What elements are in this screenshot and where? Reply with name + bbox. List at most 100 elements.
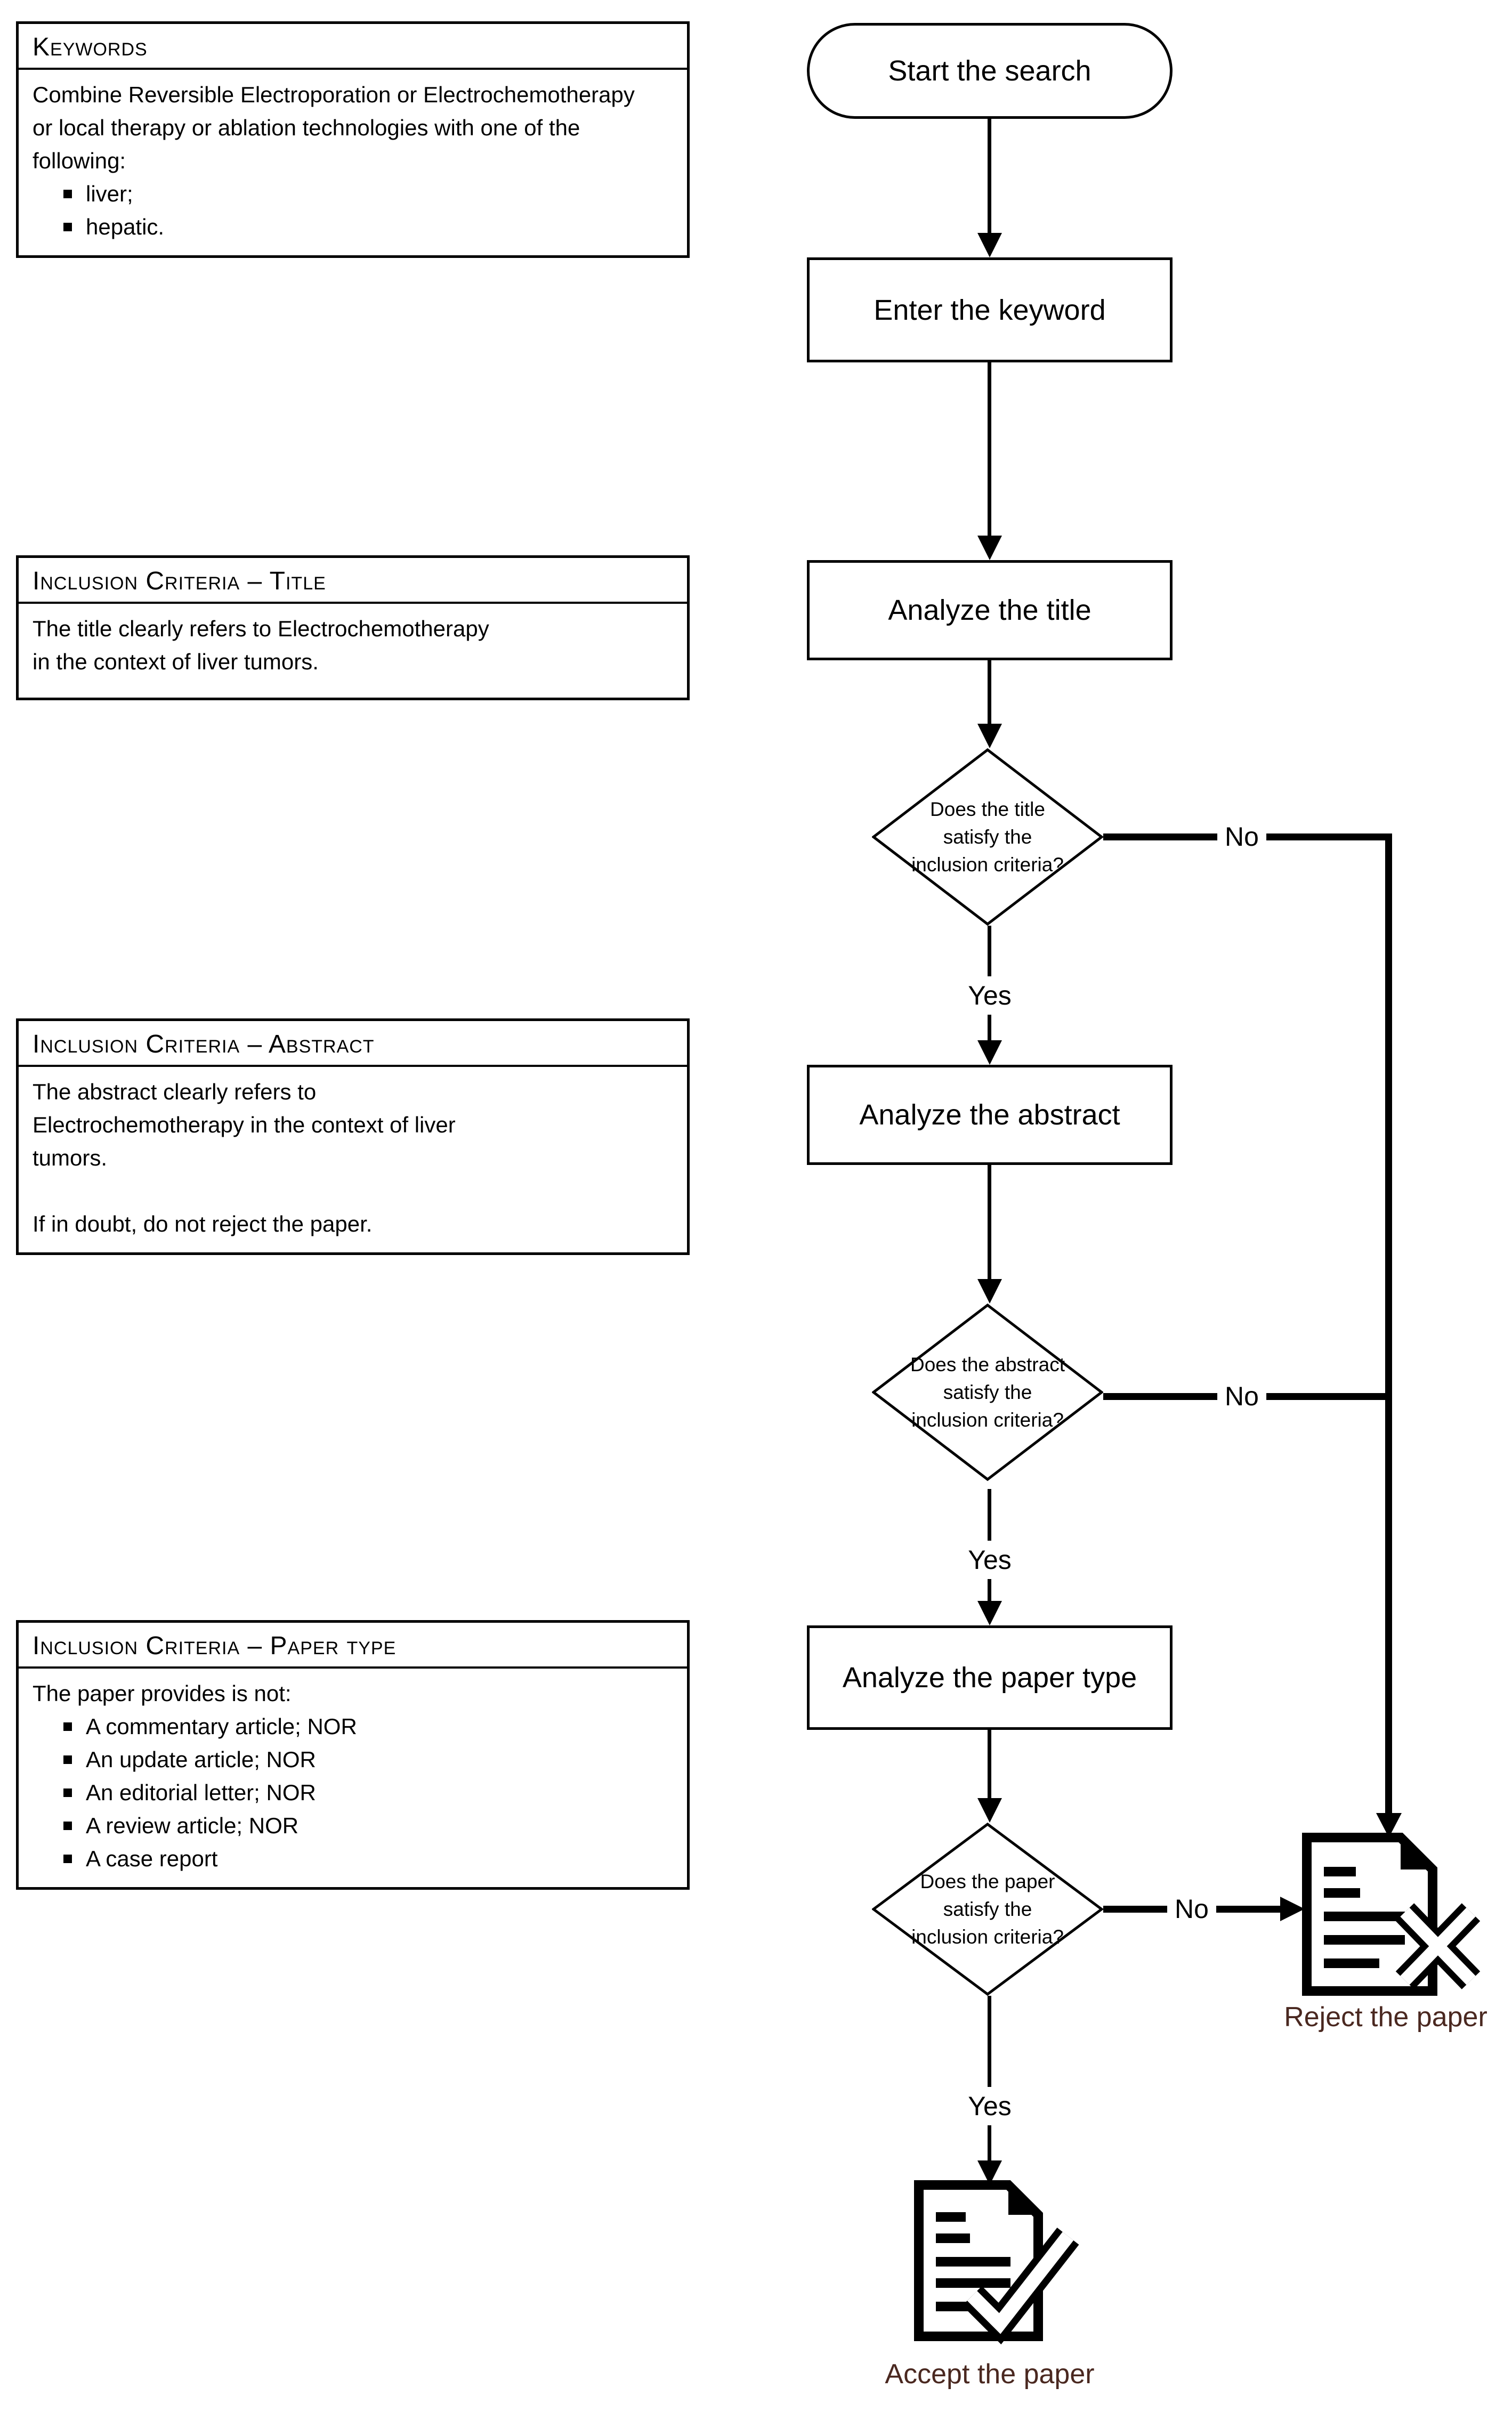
criteria-paper-type-body: The paper provides is not: A commentary … — [19, 1669, 687, 1887]
connector-yes-accept-line — [988, 1996, 991, 2160]
criteria-abstract-body: The abstract clearly refers to Electroch… — [19, 1067, 687, 1252]
criteria-abstract-note: If in doubt, do not reject the paper. — [33, 1211, 373, 1236]
diamond-outline — [872, 1823, 1103, 1996]
folded-corner-icon — [1008, 2185, 1038, 2215]
analyze-abstract-label: Analyze the abstract — [859, 1099, 1120, 1131]
arrowhead-down-icon — [977, 724, 1002, 748]
keywords-body-line: or local therapy or ablation technologie… — [33, 115, 580, 140]
start-node-label: Start the search — [888, 55, 1091, 87]
arrowhead-down-icon — [977, 1601, 1002, 1625]
criteria-paper-type-intro: The paper provides is not: — [33, 1681, 292, 1706]
decision-paper-line: Does the paper — [920, 1870, 1055, 1892]
criteria-abstract-body-line: Electrochemotherapy in the context of li… — [33, 1112, 456, 1137]
criteria-title-header: Inclusion Criteria – Title — [19, 558, 687, 604]
paper-type-bullet-item: A review article; NOR — [33, 1809, 673, 1842]
keywords-body: Combine Reversible Electroporation or El… — [19, 70, 687, 255]
criteria-abstract-body-line: The abstract clearly refers to — [33, 1079, 317, 1104]
square-bullet-icon — [63, 1822, 72, 1830]
enter-keyword-label: Enter the keyword — [874, 294, 1106, 326]
enter-keyword-node: Enter the keyword — [807, 257, 1173, 362]
decision-abstract-line: inclusion criteria? — [911, 1409, 1064, 1431]
square-bullet-icon — [63, 1722, 72, 1731]
document-text-lines — [936, 2212, 1010, 2311]
criteria-abstract-box: Inclusion Criteria – Abstract The abstra… — [16, 1018, 690, 1255]
criteria-abstract-body-line: tumors. — [33, 1145, 108, 1170]
square-bullet-icon — [63, 223, 72, 231]
analyze-abstract-node: Analyze the abstract — [807, 1065, 1173, 1165]
accept-document-icon — [914, 2180, 1079, 2345]
criteria-title-body: The title clearly refers to Electrochemo… — [19, 604, 687, 690]
criteria-paper-type-box: Inclusion Criteria – Paper type The pape… — [16, 1620, 690, 1890]
keywords-box: Keywords Combine Reversible Electroporat… — [16, 21, 690, 258]
diamond-shape — [872, 748, 1103, 926]
decision-paper-line: inclusion criteria? — [911, 1925, 1064, 1948]
reject-document-icon — [1302, 1833, 1481, 1996]
decision-abstract-line: satisfy the — [943, 1381, 1032, 1403]
arrowhead-right-icon — [1280, 1897, 1305, 1921]
no-label-abstract: No — [1217, 1377, 1266, 1415]
connector-analyzetitle-decision-line — [988, 660, 991, 724]
x-mark-inner — [1400, 1907, 1476, 1985]
square-bullet-icon — [63, 1788, 72, 1797]
paper-type-bullet-item: An update article; NOR — [33, 1743, 673, 1776]
connector-analyzeabstract-decision-line — [988, 1165, 991, 1279]
keywords-bullet-label: hepatic. — [86, 214, 165, 239]
decision-title-line: Does the title — [930, 798, 1045, 820]
keywords-bullet-item: hepatic. — [33, 211, 673, 244]
criteria-paper-type-header: Inclusion Criteria – Paper type — [19, 1623, 687, 1669]
arrowhead-down-icon — [977, 1040, 1002, 1065]
criteria-abstract-header: Inclusion Criteria – Abstract — [19, 1021, 687, 1067]
diamond-shape — [872, 1304, 1103, 1481]
folded-corner-icon — [1401, 1838, 1433, 1869]
square-bullet-icon — [63, 1755, 72, 1764]
criteria-title-box: Inclusion Criteria – Title The title cle… — [16, 555, 690, 700]
reject-label: Reject the paper — [1284, 2002, 1487, 2033]
criteria-title-body-line: in the context of liver tumors. — [33, 649, 319, 674]
connector-analyzepapertype-decision-line — [988, 1730, 991, 1798]
no-label-paper: No — [1167, 1890, 1216, 1928]
keywords-bullet-label: liver; — [86, 181, 133, 206]
keywords-bullet-item: liver; — [33, 177, 673, 211]
document-text-lines — [1324, 1867, 1405, 1968]
arrowhead-down-icon — [977, 233, 1002, 257]
arrowhead-down-icon — [977, 1798, 1002, 1823]
square-bullet-icon — [63, 1855, 72, 1863]
yes-label-title: Yes — [960, 976, 1019, 1015]
paper-type-bullet-label: An update article; NOR — [86, 1747, 316, 1772]
connector-start-enter-line — [988, 119, 991, 233]
diamond-shape — [872, 1823, 1103, 1996]
decision-title-line: inclusion criteria? — [911, 853, 1064, 876]
keywords-header: Keywords — [19, 24, 687, 70]
analyze-title-node: Analyze the title — [807, 560, 1173, 660]
accept-label: Accept the paper — [885, 2359, 1095, 2390]
decision-title-line: satisfy the — [943, 825, 1032, 848]
keywords-body-line: Combine Reversible Electroporation or El… — [33, 82, 635, 107]
arrowhead-down-icon — [977, 1279, 1002, 1304]
paper-type-bullet-item: A commentary article; NOR — [33, 1710, 673, 1743]
no-label-title: No — [1217, 818, 1266, 856]
decision-paper-line: satisfy the — [943, 1898, 1032, 1920]
decision-paper-diamond: Does the paper satisfy the inclusion cri… — [872, 1823, 1103, 1996]
diamond-outline — [872, 748, 1103, 926]
decision-paper-text: Does the paper satisfy the inclusion cri… — [872, 1823, 1103, 1996]
decision-title-text: Does the title satisfy the inclusion cri… — [872, 748, 1103, 926]
check-mark-inner — [967, 2232, 1074, 2334]
decision-abstract-diamond: Does the abstract satisfy the inclusion … — [872, 1304, 1103, 1481]
analyze-paper-type-label: Analyze the paper type — [842, 1662, 1137, 1694]
analyze-title-label: Analyze the title — [888, 594, 1091, 626]
start-node: Start the search — [807, 23, 1173, 119]
paper-type-bullet-label: An editorial letter; NOR — [86, 1780, 316, 1805]
decision-abstract-line: Does the abstract — [910, 1353, 1065, 1375]
keywords-body-line: following: — [33, 148, 126, 173]
arrowhead-down-icon — [977, 536, 1002, 560]
paper-type-bullet-label: A commentary article; NOR — [86, 1714, 357, 1739]
yes-label-abstract: Yes — [960, 1541, 1019, 1579]
diamond-outline — [872, 1304, 1103, 1481]
connector-enter-analyzetitle-line — [988, 362, 991, 536]
paper-type-bullet-label: A case report — [86, 1846, 218, 1871]
no-merge-vertical-line — [1385, 833, 1392, 1813]
paper-type-bullet-label: A review article; NOR — [86, 1813, 299, 1838]
square-bullet-icon — [63, 190, 72, 198]
paper-type-bullet-item: An editorial letter; NOR — [33, 1776, 673, 1809]
